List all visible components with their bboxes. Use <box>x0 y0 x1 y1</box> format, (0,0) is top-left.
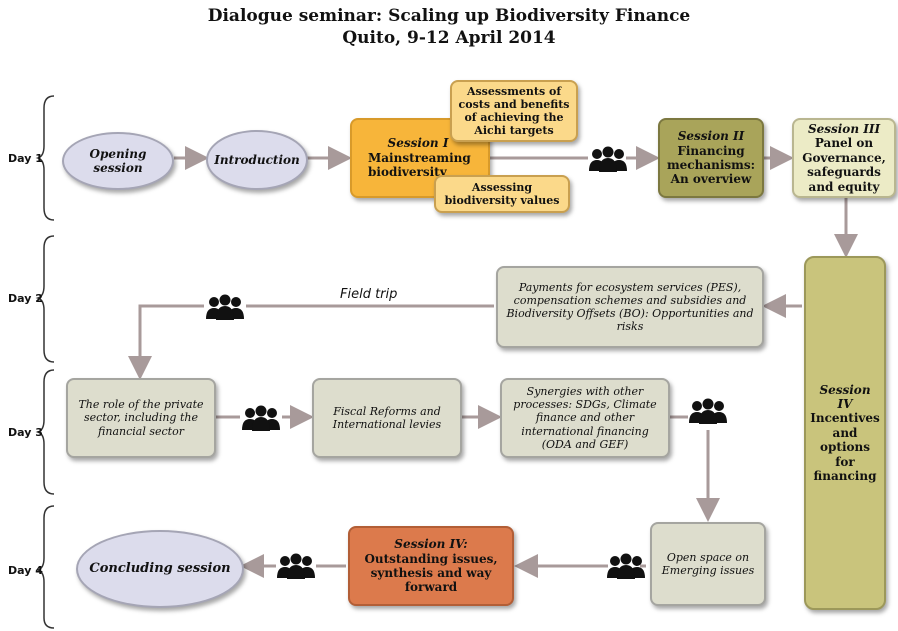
diagram-title-line1: Dialogue seminar: Scaling up Biodiversit… <box>207 6 691 26</box>
introduction-label: Introduction <box>214 152 300 167</box>
synergies-label: Synergies with other processes: SDGs, Cl… <box>513 385 657 451</box>
people-group-icon <box>242 405 280 431</box>
brace-day4 <box>35 505 55 629</box>
session4b-body: Outstanding issues, synthesis and way fo… <box>364 551 498 595</box>
open-space-box: Open space on Emerging issues <box>650 522 766 606</box>
session3-body: Panel on Governance, safeguards and equi… <box>802 136 886 194</box>
introduction-node: Introduction <box>206 130 308 190</box>
field-trip-label: Field trip <box>340 287 398 302</box>
day-label-1: Day 1 <box>8 152 43 165</box>
people-group-icon <box>206 294 244 320</box>
people-group-icon <box>607 553 645 579</box>
session4b-heading: Session IV: <box>394 537 468 552</box>
day-label-2: Day 2 <box>8 292 43 305</box>
day-label-3: Day 3 <box>8 426 43 439</box>
assess-values-box: Assessing biodiversity values <box>434 175 570 213</box>
session4-box: Session IV Incentives and options for fi… <box>804 256 886 610</box>
session2-heading: Session II <box>677 129 745 144</box>
brace-day1 <box>35 95 55 221</box>
brace-day3 <box>35 369 55 495</box>
open-space-label: Open space on Emerging issues <box>661 550 755 577</box>
private-sector-label: The role of the private sector, includin… <box>78 398 204 438</box>
fiscal-reforms-label: Fiscal Reforms and International levies <box>332 404 442 431</box>
opening-session-label: Opening session <box>89 146 147 175</box>
fiscal-reforms-box: Fiscal Reforms and International levies <box>312 378 462 458</box>
day-label-4: Day 4 <box>8 564 43 577</box>
pes-label: Payments for ecosystem services (PES), c… <box>506 280 754 334</box>
session1-body: Mainstreaming biodiversity <box>368 150 471 180</box>
pes-box: Payments for ecosystem services (PES), c… <box>496 266 764 348</box>
people-group-icon <box>689 398 727 424</box>
synergies-box: Synergies with other processes: SDGs, Cl… <box>500 378 670 458</box>
session3-heading: Session III <box>807 122 881 137</box>
assess-costs-box: Assessments of costs and benefits of ach… <box>450 80 578 142</box>
session1-heading: Session I <box>387 136 449 151</box>
assess-costs-label: Assessments of costs and benefits of ach… <box>458 84 570 138</box>
session4-body: Incentives and options for financing <box>810 411 880 483</box>
people-group-icon <box>277 553 315 579</box>
session4-heading: Session IV <box>819 382 871 412</box>
private-sector-box: The role of the private sector, includin… <box>66 378 216 458</box>
concluding-session-label: Concluding session <box>89 561 231 577</box>
session3-box: Session III Panel on Governance, safegua… <box>792 118 896 198</box>
arrow-people-private <box>128 304 204 380</box>
session2-body: Financing mechanisms: An overview <box>666 143 756 187</box>
session2-box: Session II Financing mechanisms: An over… <box>658 118 764 198</box>
assess-values-label: Assessing biodiversity values <box>444 180 560 207</box>
opening-session-node: Opening session <box>62 132 174 190</box>
diagram-title-line2: Quito, 9-12 April 2014 <box>342 28 556 48</box>
concluding-session-node: Concluding session <box>76 530 244 608</box>
people-group-icon <box>589 146 627 172</box>
brace-day2 <box>35 235 55 363</box>
session4b-box: Session IV: Outstanding issues, synthesi… <box>348 526 514 606</box>
